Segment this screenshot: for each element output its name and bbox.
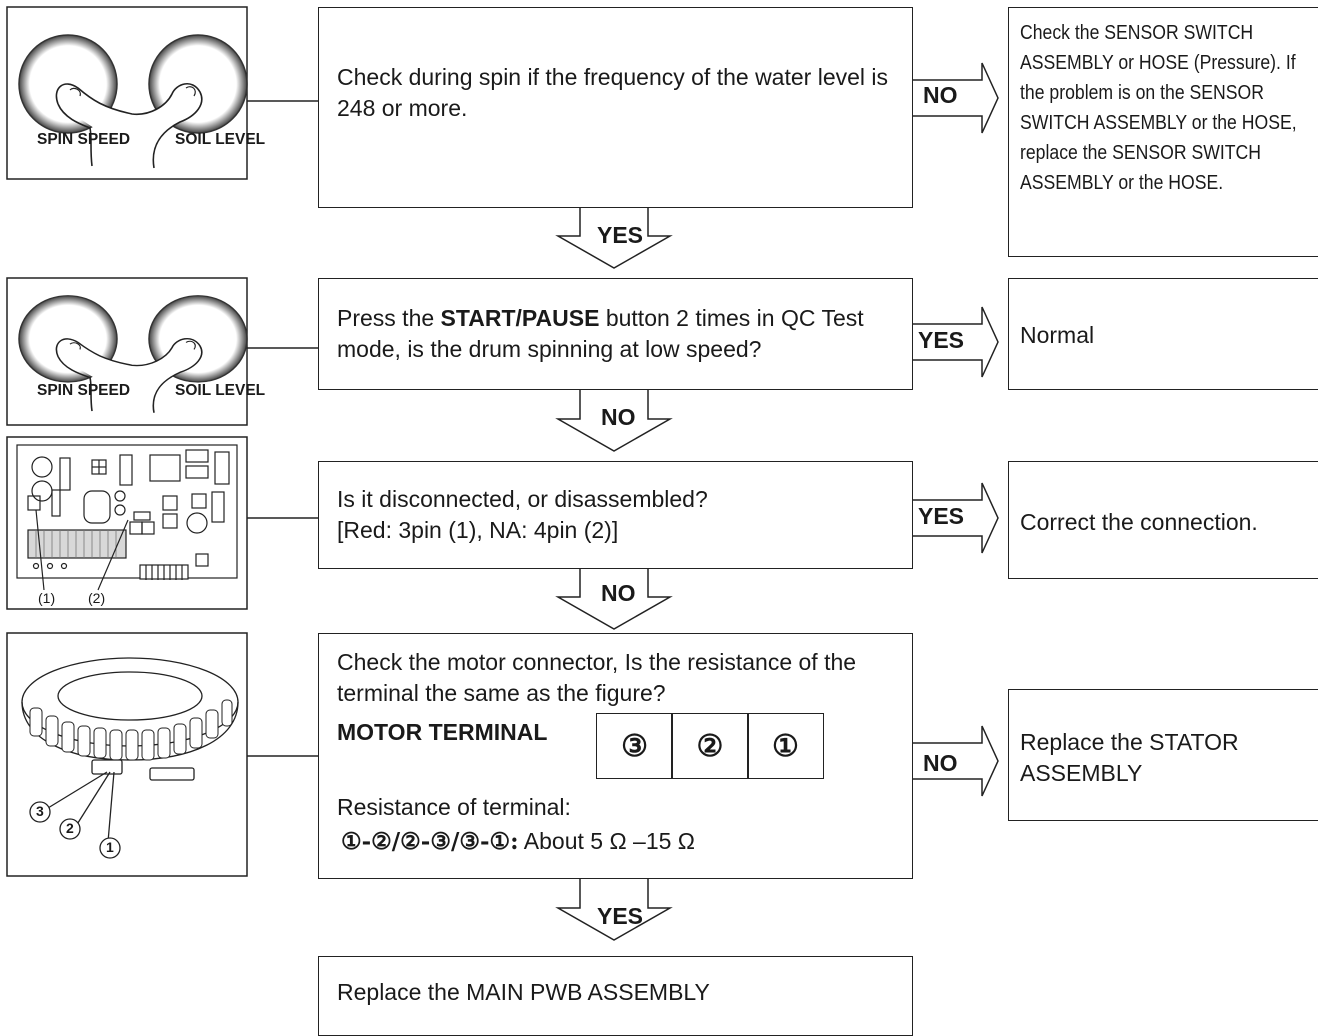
stator-label-1: 1 [106, 839, 114, 855]
resistance-value: ①-②/②-③/③-①: About 5 Ω –15 Ω [341, 828, 695, 855]
step-3-line2: [Red: 3pin (1), NA: 4pin (2)] [337, 517, 619, 543]
pcb-label-1: (1) [38, 590, 56, 606]
step-3-box: Is it disconnected, or disassembled? [Re… [318, 461, 913, 569]
result-4-box: Replace the STATOR ASSEMBLY [1008, 689, 1318, 821]
connector-lines [247, 100, 318, 757]
step-4-box: Check the motor connector, Is the resist… [318, 633, 913, 879]
stator-label-3: 3 [36, 803, 44, 819]
motor-terminal-label: MOTOR TERMINAL [337, 719, 548, 745]
step-2-text: Press the START/PAUSE button 2 times in … [337, 305, 864, 362]
result-2-box: Normal [1008, 278, 1318, 390]
step-3-line1: Is it disconnected, or disassembled? [337, 486, 708, 512]
stator-label-2: 2 [66, 820, 74, 836]
result-1-text: Check the SENSOR SWITCH ASSEMBLY or HOSE… [1020, 21, 1297, 194]
pcb-label-2: (2) [88, 590, 106, 606]
step-4-text: Check the motor connector, Is the resist… [337, 649, 857, 706]
step-1-box: Check during spin if the frequency of th… [318, 7, 913, 208]
down-arrows [555, 207, 673, 941]
terminal-1: ① [746, 713, 825, 779]
arrow-4-side-label: NO [923, 750, 958, 776]
side-arrows [912, 62, 999, 797]
step-5-box: Replace the MAIN PWB ASSEMBLY [318, 956, 913, 1036]
terminal-3: ③ [596, 713, 674, 779]
result-3-text: Correct the connection. [1020, 509, 1258, 535]
pcb-board-icon [16, 444, 238, 591]
terminal-2: ② [671, 713, 749, 779]
result-4-text: Replace the STATOR ASSEMBLY [1020, 729, 1239, 786]
result-3-box: Correct the connection. [1008, 461, 1318, 579]
motor-terminal-table: ③ ② ① [596, 713, 825, 779]
soil-level-label: SOIL LEVEL [175, 131, 266, 148]
step-2-box: Press the START/PAUSE button 2 times in … [318, 278, 913, 390]
motor-stator-icon [21, 657, 239, 859]
result-1-box: Check the SENSOR SWITCH ASSEMBLY or HOSE… [1008, 7, 1318, 257]
step-1-text: Check during spin if the frequency of th… [337, 64, 889, 121]
arrow-3-side-label: YES [918, 503, 965, 529]
step-5-text: Replace the MAIN PWB ASSEMBLY [337, 979, 710, 1005]
arrow-1-side-label: NO [923, 82, 958, 108]
resistance-label: Resistance of terminal: [337, 794, 571, 820]
arrow-4-down-label: YES [597, 903, 644, 929]
spin-speed-label: SPIN SPEED [37, 382, 131, 399]
arrow-2-side-label: YES [918, 327, 965, 353]
soil-level-label: SOIL LEVEL [175, 382, 266, 399]
result-2-text: Normal [1020, 322, 1095, 348]
arrow-3-down-label: NO [601, 580, 636, 606]
arrow-1-down-label: YES [597, 222, 644, 248]
arrow-2-down-label: NO [601, 404, 636, 430]
spin-speed-label: SPIN SPEED [37, 131, 131, 148]
